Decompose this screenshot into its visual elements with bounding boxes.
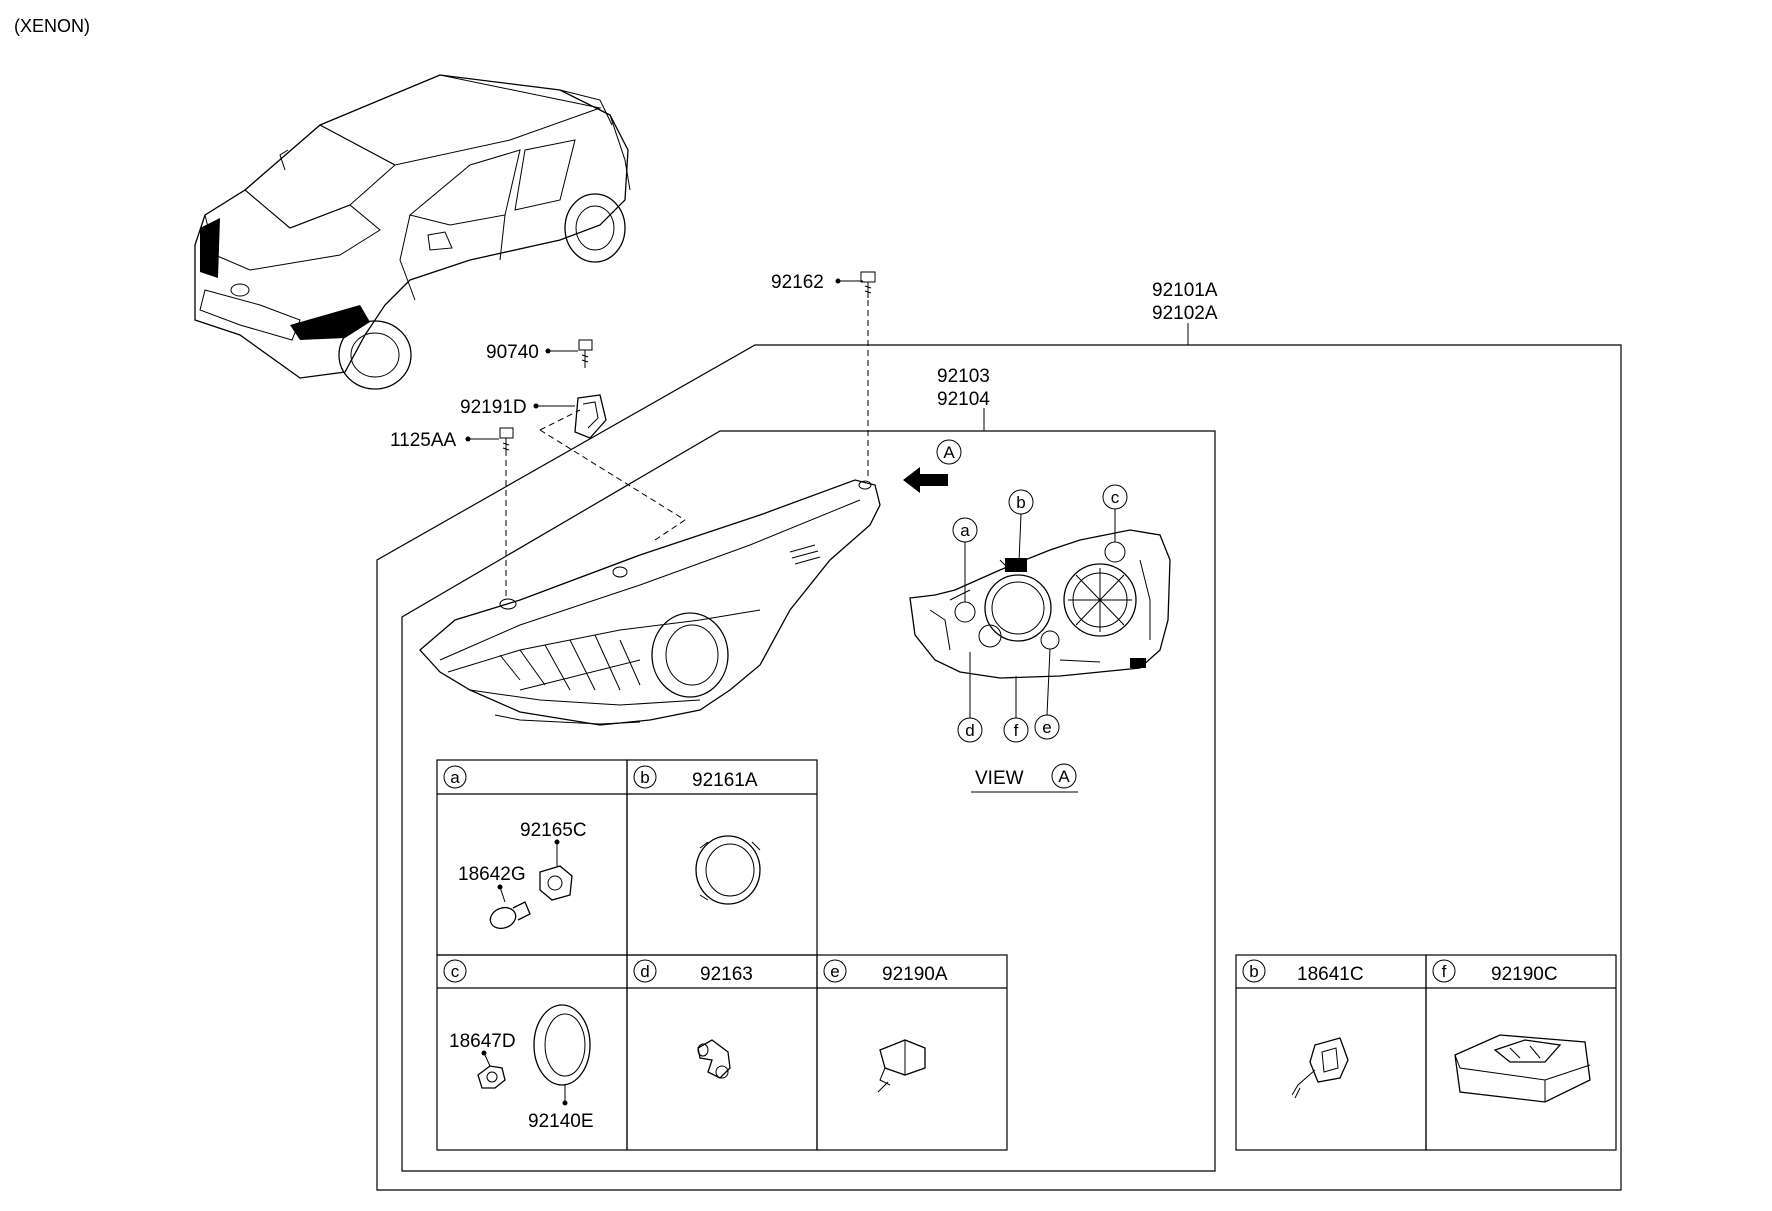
headlamp-rear-view xyxy=(909,529,1171,679)
part-label-92102A: 92102A xyxy=(1152,303,1218,324)
diagram-title: (XENON) xyxy=(14,16,90,36)
bulb-18647D xyxy=(477,1065,506,1089)
part-label-92165C: 92165C xyxy=(520,820,587,841)
part-label-18642G: 18642G xyxy=(458,864,526,885)
box-b2-letter: b xyxy=(1249,962,1258,981)
bracket-92191D xyxy=(574,394,607,439)
part-label-92140E: 92140E xyxy=(528,1111,594,1132)
detail-box-c: c 18647D 92140E xyxy=(436,954,628,1151)
callout-e: e xyxy=(1042,718,1051,737)
actuator-92190A xyxy=(877,1039,926,1093)
part-label-92190A: 92190A xyxy=(882,964,948,985)
callout-a: a xyxy=(960,521,970,540)
box-b-letter: b xyxy=(640,768,649,787)
screw-90740 xyxy=(578,339,593,368)
part-label-92191D: 92191D xyxy=(460,397,527,418)
view-caption: VIEW xyxy=(975,768,1024,789)
detail-box-d: d 92163 xyxy=(626,954,818,1151)
assembly-frame-92103 xyxy=(401,430,1216,1172)
detail-box-b: b 92161A xyxy=(626,759,818,956)
ring-92140E xyxy=(533,1004,591,1086)
screw-1125AA xyxy=(499,427,514,456)
car-illustration xyxy=(194,74,631,390)
headlamp-assembly xyxy=(419,479,881,726)
xenon-bulb-18641C xyxy=(1291,1037,1349,1099)
detail-box-a: a 92165C 18642G xyxy=(436,759,628,956)
bulb-socket-92165C xyxy=(539,865,573,901)
detail-box-b2: b 18641C xyxy=(1235,954,1427,1151)
part-label-18647D: 18647D xyxy=(449,1031,516,1052)
view-callouts: a b c d f e xyxy=(952,484,1128,743)
bulb-18642G xyxy=(489,901,531,930)
part-label-92101A: 92101A xyxy=(1152,280,1218,301)
callout-b: b xyxy=(1016,493,1025,512)
box-c-letter: c xyxy=(451,962,460,981)
view-direction-arrow xyxy=(903,467,948,493)
view-caption-letter: A xyxy=(1058,767,1070,786)
part-label-92103: 92103 xyxy=(937,366,990,387)
box-e-letter: e xyxy=(830,962,839,981)
ballast-92190C xyxy=(1454,1034,1591,1103)
callout-f: f xyxy=(1014,721,1019,740)
detail-box-f: f 92190C xyxy=(1425,954,1617,1151)
view-arrow-letter: A xyxy=(943,443,955,462)
part-label-18641C: 18641C xyxy=(1297,964,1364,985)
grommet-92163 xyxy=(697,1039,731,1079)
box-a-letter: a xyxy=(450,768,460,787)
box-d-letter: d xyxy=(640,962,649,981)
part-label-92190C: 92190C xyxy=(1491,964,1558,985)
part-label-92163: 92163 xyxy=(700,964,753,985)
callout-c: c xyxy=(1111,488,1120,507)
ring-92161A xyxy=(695,835,761,905)
callout-d: d xyxy=(965,721,974,740)
part-label-92104: 92104 xyxy=(937,389,990,410)
box-f-letter: f xyxy=(1442,962,1447,981)
detail-box-e: e 92190A xyxy=(816,954,1008,1151)
part-label-92161A: 92161A xyxy=(692,770,758,791)
part-label-1125AA: 1125AA xyxy=(390,430,457,451)
screw-92162 xyxy=(860,271,876,298)
part-label-92162: 92162 xyxy=(771,272,824,293)
part-label-90740: 90740 xyxy=(486,342,539,363)
